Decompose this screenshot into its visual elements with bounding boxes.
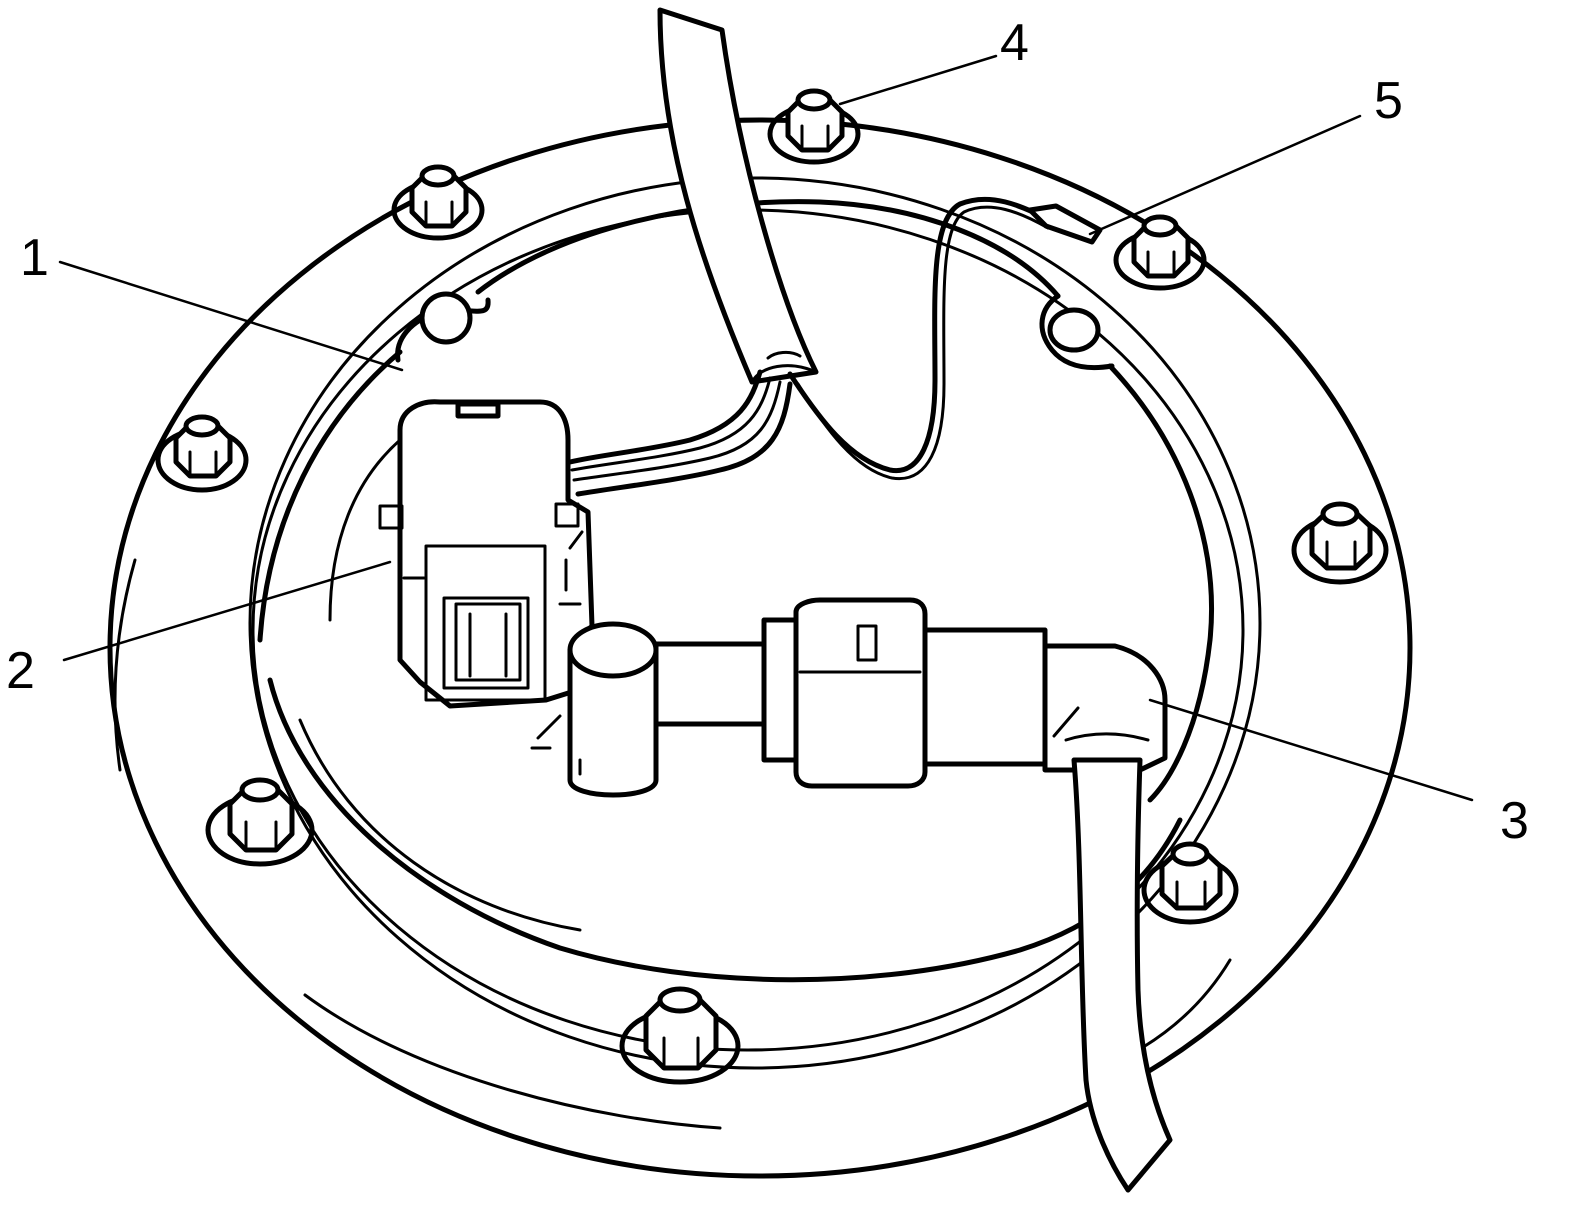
module-top xyxy=(257,199,1215,983)
callout-3: 3 xyxy=(1500,792,1529,850)
lower-hose xyxy=(1071,757,1173,1193)
electrical-connector xyxy=(378,399,595,750)
bolt-right-lower xyxy=(1141,841,1239,925)
bolt-top-center xyxy=(767,88,861,165)
leader-5 xyxy=(1088,114,1362,236)
leader-lines xyxy=(58,54,1474,802)
ground-wire xyxy=(787,196,1103,481)
bolt-left-upper xyxy=(155,414,249,493)
bolt-top-left xyxy=(391,164,485,241)
flange-plate xyxy=(107,117,1413,1179)
leader-4 xyxy=(838,54,998,106)
bolt-left-lower xyxy=(205,777,315,867)
bolt-bottom xyxy=(619,986,741,1085)
callout-5: 5 xyxy=(1374,72,1403,130)
callout-4: 4 xyxy=(1000,14,1029,72)
top-hose xyxy=(657,7,819,385)
callout-labels: 1 2 3 4 5 xyxy=(6,14,1529,850)
callout-1: 1 xyxy=(20,229,49,287)
callout-2: 2 xyxy=(6,642,35,700)
leader-3 xyxy=(1148,698,1474,802)
fuel-outlet-fitting xyxy=(567,617,803,798)
leader-2 xyxy=(62,560,392,662)
wire-harness xyxy=(567,369,793,497)
leader-1 xyxy=(58,260,404,372)
quick-connector xyxy=(793,597,1168,789)
bolt-right-middle xyxy=(1291,501,1389,585)
bolt-top-right xyxy=(1113,214,1207,291)
